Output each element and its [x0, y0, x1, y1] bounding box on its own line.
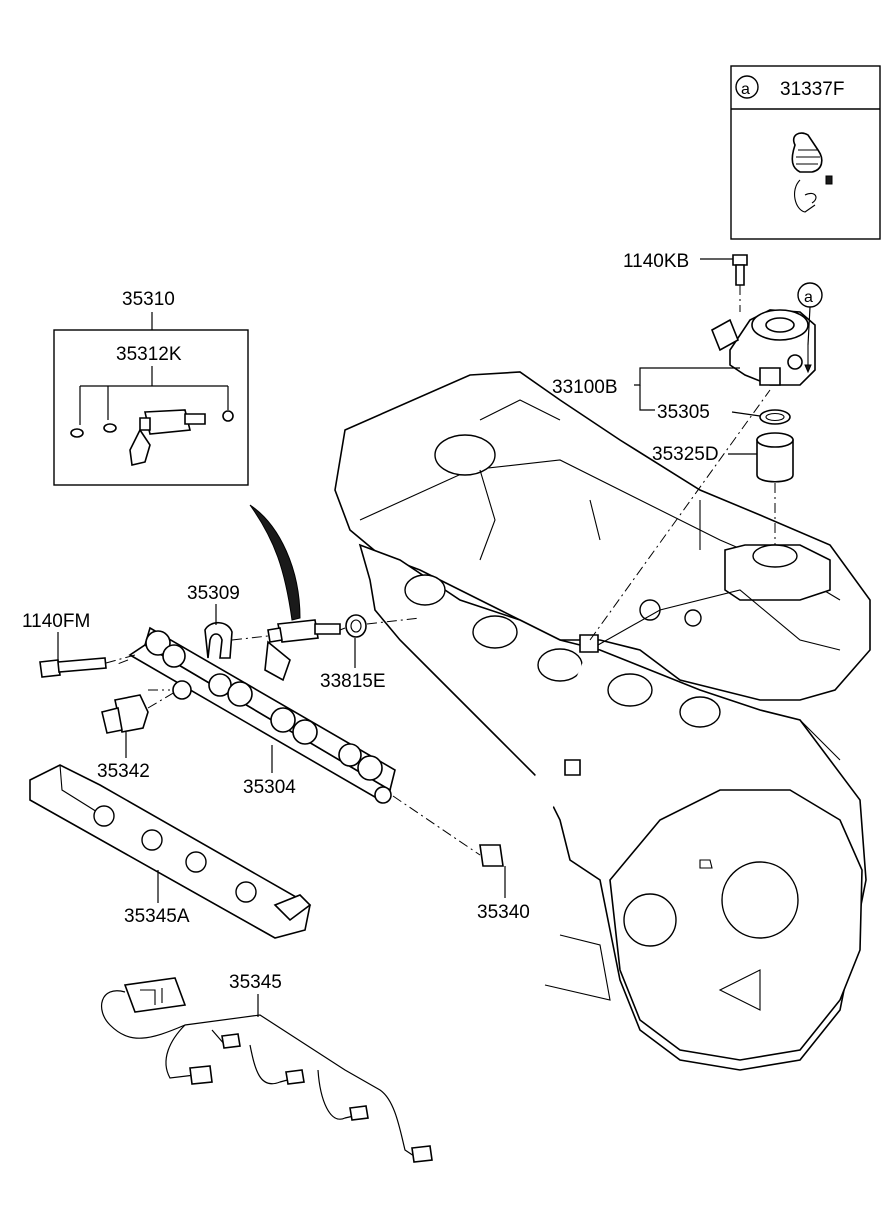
part-label-33100B: 33100B: [552, 377, 618, 398]
rail-cover-35345a: [29, 764, 312, 939]
part-label-35345: 35345: [229, 972, 282, 993]
part-label-35342: 35342: [97, 761, 150, 782]
fuel-rail-35304: [114, 626, 396, 804]
bolt-1140kb: [732, 254, 748, 312]
part-label-35309: 35309: [187, 583, 240, 604]
detail-box-31337f: a 31337F: [730, 65, 881, 240]
callout-marker-a: a: [741, 81, 750, 98]
part-label-35345A: 35345A: [124, 906, 190, 927]
tappet-35325d: [756, 432, 794, 545]
part-label-33815E: 33815E: [320, 671, 386, 692]
callout-marker-a-pump: a: [804, 289, 813, 306]
part-label-35340: 35340: [477, 902, 530, 923]
injector: [231, 504, 341, 682]
part-label-35304: 35304: [243, 777, 296, 798]
part-label-35305: 35305: [657, 402, 710, 423]
part-label-1140KB: 1140KB: [623, 251, 689, 272]
pressure-sensor-35342: [101, 691, 176, 734]
part-label-31337F: 31337F: [780, 79, 844, 100]
bolt-1140fm: [39, 654, 136, 678]
o-ring-35305: [759, 409, 791, 425]
part-label-35325D: 35325D: [652, 444, 719, 465]
clip-35309: [204, 621, 233, 659]
seal-33815e: [339, 614, 421, 638]
engine-assembly: [334, 371, 871, 1071]
fuel-pipe-35340: [392, 389, 841, 867]
part-label-35312K: 35312K: [116, 344, 182, 365]
wiring-harness-35345: [101, 977, 433, 1163]
high-pressure-pump: [710, 309, 816, 386]
part-label-1140FM: 1140FM: [22, 611, 90, 632]
part-label-35310: 35310: [122, 289, 175, 310]
detail-box-35310: 35310 35312K: [53, 289, 249, 486]
